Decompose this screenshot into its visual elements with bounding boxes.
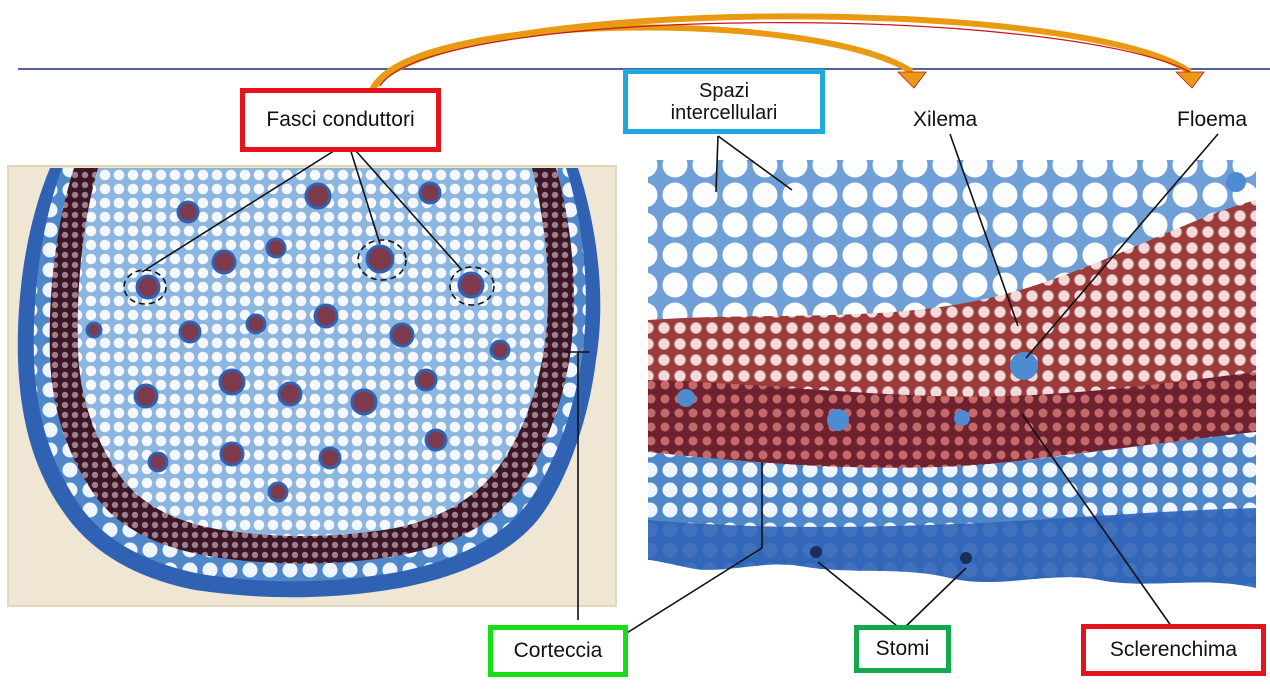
label-sclerenchima: Sclerenchima <box>1081 624 1266 676</box>
connector-arrows <box>369 13 1205 92</box>
label-corteccia: Corteccia <box>488 625 628 677</box>
label-spazi-intercellulari: Spazi intercellulari <box>623 69 825 134</box>
label-fasci-conduttori: Fasci conduttori <box>240 88 441 152</box>
label-xilema: Xilema <box>913 108 978 131</box>
label-floema: Floema <box>1177 108 1248 131</box>
stem-cross-section-micrograph <box>7 165 617 607</box>
label-stomi: Stomi <box>854 625 951 673</box>
tissue-detail-micrograph <box>648 160 1256 588</box>
leader-lines <box>141 133 1219 637</box>
